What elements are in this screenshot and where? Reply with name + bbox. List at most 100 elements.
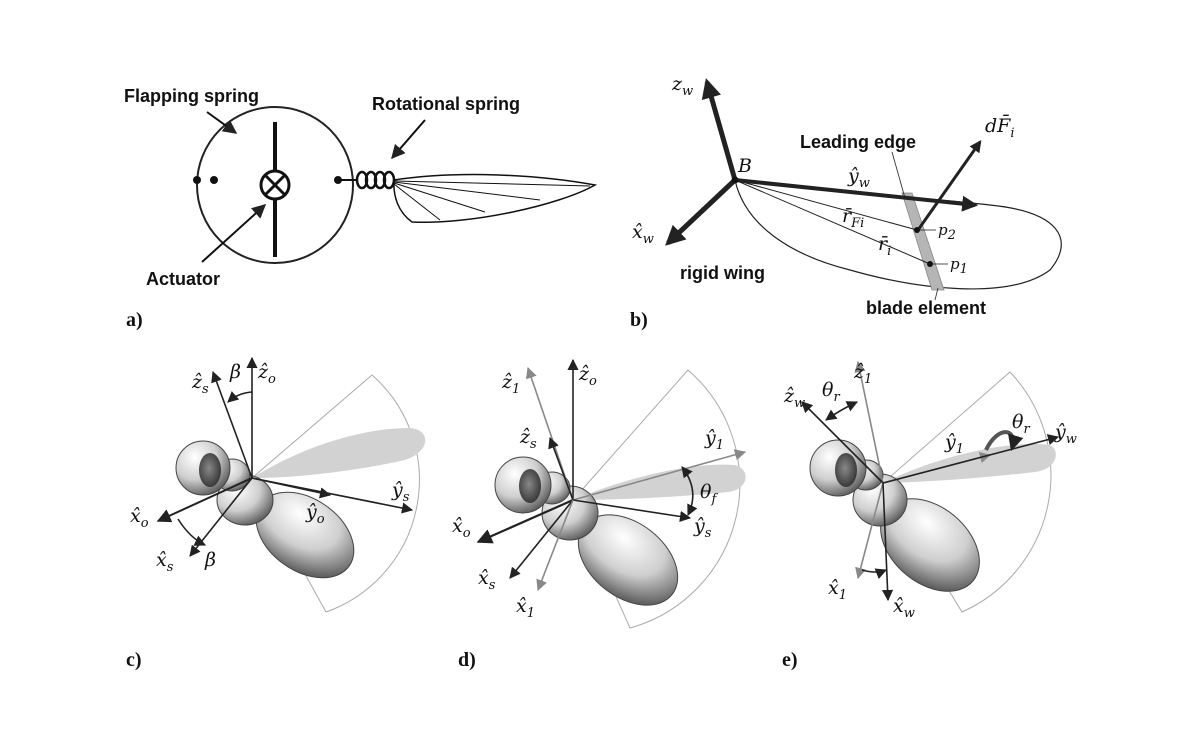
label-y-w: ŷw <box>1054 421 1077 447</box>
label-z-s: ẑs <box>191 371 209 397</box>
label-y-1: ŷ1 <box>704 427 724 453</box>
label-r-i: r̄i <box>878 233 891 259</box>
axis-z-w <box>701 78 738 181</box>
axis-x-1 <box>536 499 574 592</box>
panel-c: ẑs β ẑo ŷs x̂o ŷo x̂s β c) <box>126 356 426 671</box>
axis-z-s <box>548 436 574 501</box>
label-dF: dF̄i <box>985 114 1015 141</box>
leader-leading-edge <box>891 151 906 199</box>
label-x-o: x̂o <box>452 515 471 541</box>
panel-tag-c: c) <box>126 649 142 671</box>
axis-x-w <box>665 178 737 246</box>
wing-shape <box>252 428 426 478</box>
axis-y-w <box>734 178 979 212</box>
label-p2: p2 <box>938 221 956 243</box>
axis-y-w <box>882 434 1060 484</box>
label-x-1: x̂1 <box>828 577 847 603</box>
axis-y-1 <box>572 449 747 501</box>
angle-beta-bottom <box>177 518 207 546</box>
panel-tag-a: a) <box>126 309 143 331</box>
axis-y-s <box>572 499 692 523</box>
axis-x-s <box>509 499 574 579</box>
panel-tag-b: b) <box>630 309 648 331</box>
vector-dF <box>916 140 982 231</box>
stroke-plane-sector <box>251 374 420 613</box>
pivot-dot <box>193 176 201 184</box>
label-x-o: x̂o <box>130 505 149 531</box>
label-x-s: x̂s <box>478 567 496 593</box>
eye <box>519 469 541 503</box>
label-y-1: ŷ1 <box>944 431 964 457</box>
angle-theta-r-top <box>825 401 859 421</box>
vector-r-F <box>734 179 918 231</box>
angle-theta-r-right <box>984 430 1024 452</box>
vector-r-i <box>734 179 931 265</box>
label-x-1: x̂1 <box>516 595 535 621</box>
label-z-o: ẑo <box>578 363 597 389</box>
point-p1 <box>927 261 933 267</box>
label-beta-bottom: β <box>204 549 216 571</box>
point-p2 <box>914 227 920 233</box>
axis-x-o <box>476 498 574 544</box>
label-x-w: x̂w <box>893 595 915 621</box>
wing-outline <box>393 173 598 224</box>
panel-b: zw x̂w B ŷw Leading edge dF̄i r̄Fi r̄i p… <box>630 73 1062 331</box>
panel-tag-e: e) <box>782 649 798 671</box>
axis-y-o <box>251 477 332 499</box>
pivot-dot <box>210 176 218 184</box>
origin-B <box>731 176 739 184</box>
wing-veins <box>393 180 591 221</box>
panel-d: ẑ1 ẑo ẑs ŷ1 θf x̂o ŷs x̂s x̂1 d) <box>452 358 747 671</box>
stroke-plane-sector <box>882 371 1052 613</box>
label-z-s: ẑs <box>519 426 537 452</box>
label-z-1: ẑ1 <box>501 371 520 397</box>
wing-shape <box>573 464 746 500</box>
panel-tag-d: d) <box>458 649 476 671</box>
label-theta-r-right: θr <box>1012 411 1030 437</box>
label-y-o: ŷo <box>305 501 325 527</box>
label-blade-element: blade element <box>866 298 986 318</box>
angle-theta-r-bottom <box>861 568 888 579</box>
label-actuator: Actuator <box>146 269 220 289</box>
label-y-w: ŷw <box>847 165 870 191</box>
label-rigid-wing: rigid wing <box>680 263 765 283</box>
panel-e: ẑw θr ẑ1 θr ŷ1 ŷw x̂1 x̂w e) <box>782 360 1077 671</box>
arrow-rotational <box>391 119 426 160</box>
leader-blade-element <box>934 287 939 301</box>
label-rotational-spring: Rotational spring <box>372 94 520 114</box>
stroke-plane-sector <box>572 369 741 629</box>
axis-x-w <box>881 482 894 602</box>
panel-a: Flapping spring Rotational spring Actuat… <box>124 86 598 331</box>
label-x-s: x̂s <box>156 549 174 575</box>
axis-z-w <box>801 401 884 484</box>
label-z-1: ẑ1 <box>853 361 872 387</box>
rotational-spring-coil <box>355 170 396 190</box>
label-z-w: zw <box>671 73 693 99</box>
label-theta-r-top: θr <box>822 379 840 405</box>
label-B: B <box>737 155 752 177</box>
label-theta-f: θf <box>700 481 718 507</box>
axis-z-s <box>211 370 253 479</box>
label-x-w: x̂w <box>632 221 654 247</box>
label-r-F: r̄Fi <box>842 205 864 231</box>
label-y-s: ŷs <box>391 479 410 505</box>
axis-x-o <box>156 477 253 523</box>
label-flapping-spring: Flapping spring <box>124 86 259 106</box>
label-p1: p1 <box>950 255 968 277</box>
label-beta-top: β <box>229 361 241 383</box>
wing-shape <box>883 444 1056 483</box>
blade-element-strip <box>901 192 945 291</box>
label-y-s: ŷs <box>693 515 712 541</box>
axis-x-1 <box>855 482 884 580</box>
label-z-o: ẑo <box>257 361 276 387</box>
label-leading-edge: Leading edge <box>800 132 916 152</box>
label-z-w: ẑw <box>783 385 805 411</box>
angle-beta-top <box>227 391 253 403</box>
eye <box>199 453 221 487</box>
axis-z-1 <box>854 360 884 484</box>
flapping-spring-circle <box>196 106 354 264</box>
eye <box>835 453 857 487</box>
arrow-actuator <box>201 204 267 263</box>
angle-theta-f <box>681 466 698 517</box>
